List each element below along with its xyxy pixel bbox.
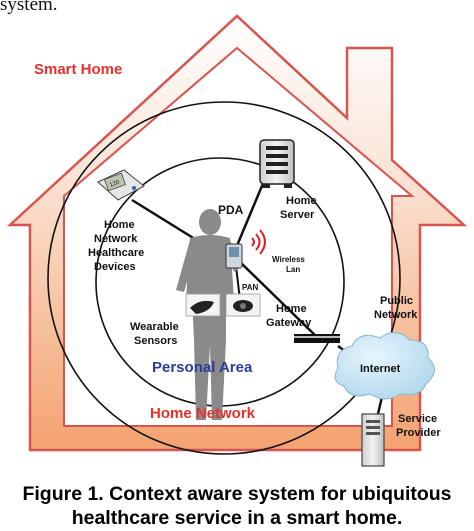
device-screen-text: 120: [109, 179, 121, 188]
house-interior: [63, 46, 415, 427]
home-server-label-line2: Server: [280, 209, 315, 221]
home-server-icon: [259, 139, 295, 188]
hn-devices-label-line3: Healthcare: [88, 247, 144, 259]
figure-caption: Figure 1. Context aware system for ubiqu…: [0, 482, 474, 530]
wearable-label-line1: Wearable: [130, 321, 179, 333]
home-server-label-line1: Home: [286, 195, 317, 207]
home-network-circle: [47, 101, 401, 455]
pda-label: PDA: [218, 203, 244, 217]
smart-home-title: Smart Home: [34, 61, 122, 78]
gateway-label-line1: Home: [276, 303, 307, 315]
wearable-sensor-2-icon: [225, 293, 261, 317]
service-provider-server-icon: [361, 413, 385, 467]
wireless-label-line2: Lan: [286, 265, 300, 274]
healthcare-device-icon: 120: [97, 169, 145, 201]
home-network-title: Home Network: [150, 405, 256, 422]
internet-cloud: [334, 332, 435, 400]
internet-label: Internet: [360, 363, 401, 375]
link-pda-gateway: [239, 261, 321, 341]
wearable-label-line2: Sensors: [134, 335, 177, 347]
public-network-label-line1: Public: [380, 295, 413, 307]
wireless-signal-icon: [251, 229, 266, 255]
gateway-label-line2: Gateway: [266, 317, 312, 329]
pan-label: PAN: [242, 283, 259, 292]
home-gateway-icon: [294, 334, 340, 343]
wireless-label-line1: Wireless: [272, 255, 305, 264]
personal-area-title: Personal Area: [152, 359, 253, 376]
public-network-label-line2: Network: [374, 309, 418, 321]
hn-devices-label-line1: Home: [104, 219, 135, 231]
pda-device: [225, 243, 243, 269]
service-provider-label-line1: Service: [398, 413, 437, 425]
hn-devices-label-line2: Network: [94, 233, 138, 245]
hn-devices-label-line4: Devices: [94, 261, 136, 273]
caption-line-2: healthcare service in a smart home.: [71, 507, 403, 529]
service-provider-label-line2: Provider: [396, 427, 441, 439]
top-text-fragment: system.: [0, 0, 58, 15]
wearable-sensor-1-icon: [185, 293, 221, 317]
caption-line-1: Figure 1. Context aware system for ubiqu…: [22, 483, 452, 505]
